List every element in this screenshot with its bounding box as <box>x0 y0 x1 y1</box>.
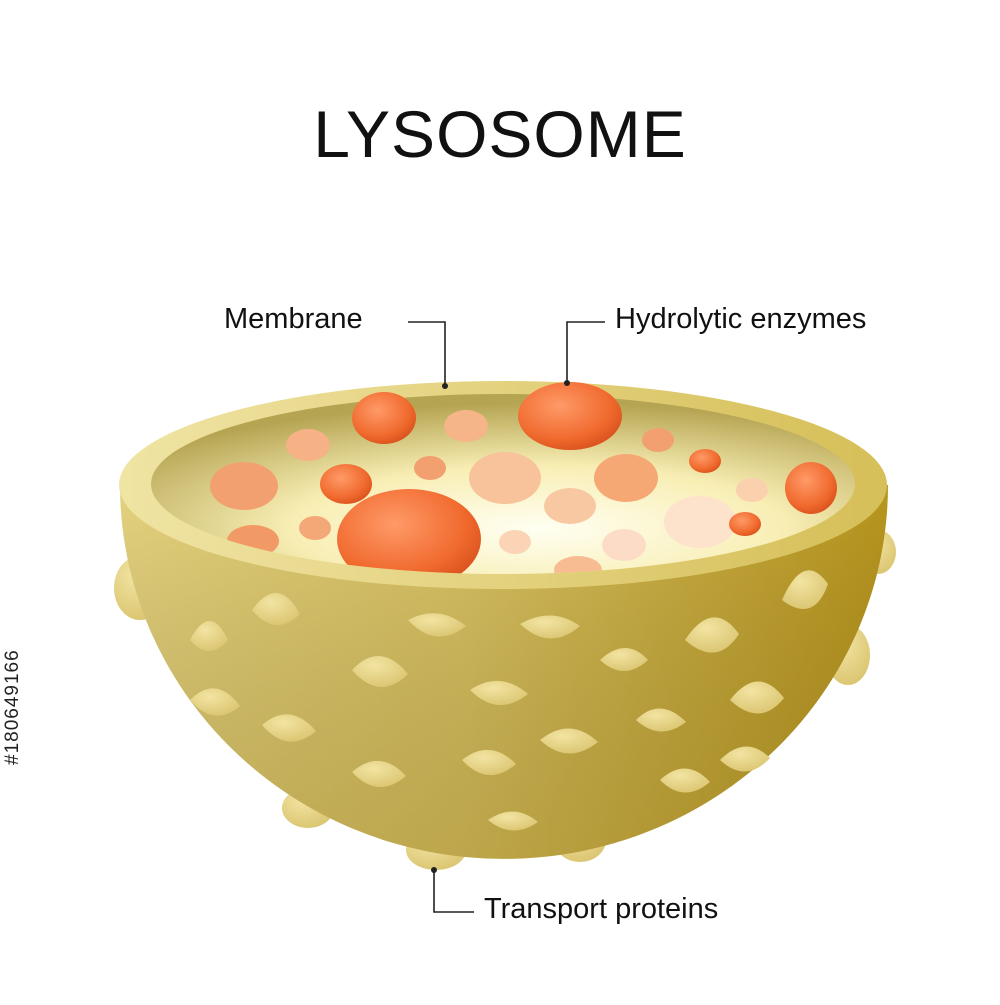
enzyme <box>544 488 596 524</box>
enzyme <box>554 556 602 574</box>
transport-protein <box>352 760 406 788</box>
transport-protein <box>190 621 228 651</box>
hydrolytic-enzymes-label: Hydrolytic enzymes <box>615 303 867 335</box>
transport-protein <box>720 746 770 772</box>
transport-protein <box>488 811 538 831</box>
transport-protein <box>352 655 408 688</box>
enzyme <box>414 456 446 480</box>
enzyme <box>352 392 416 444</box>
transport-protein <box>782 570 828 609</box>
enzyme <box>210 462 278 510</box>
hydrolytic-enzymes <box>210 410 837 574</box>
enzyme-leader <box>566 321 605 382</box>
enzyme <box>602 529 646 561</box>
enzyme <box>785 462 837 514</box>
enzyme <box>286 429 330 461</box>
transport-protein <box>520 615 580 639</box>
enzyme <box>664 496 736 548</box>
enzyme <box>736 478 768 502</box>
leader-lines <box>408 321 605 913</box>
transport-proteins-label: Transport proteins <box>484 893 719 925</box>
enzyme <box>689 449 721 473</box>
transport-protein <box>408 613 466 637</box>
enzyme <box>642 428 674 452</box>
enzyme <box>594 454 658 502</box>
transport-protein <box>540 728 598 754</box>
transport-protein <box>660 768 710 793</box>
enzyme <box>499 530 531 554</box>
transport-protein <box>190 688 240 716</box>
transport-protein <box>600 648 648 671</box>
transport-protein <box>636 708 686 732</box>
transport-protein <box>462 749 516 776</box>
transport-protein <box>685 617 739 653</box>
transport-protein <box>730 681 784 714</box>
enzyme <box>299 516 331 540</box>
stock-id-text: #180649166 <box>2 649 23 765</box>
enzyme-highlighted <box>518 382 622 450</box>
transport-protein <box>252 592 300 626</box>
transport-protein <box>470 680 528 706</box>
transport-proteins-surface <box>190 570 828 831</box>
membrane-label: Membrane <box>224 303 363 335</box>
diagram-title: LYSOSOME <box>313 97 687 171</box>
transport-leader <box>433 872 474 913</box>
enzyme <box>337 489 481 574</box>
membrane-pointer-dot <box>442 383 448 389</box>
transport-protein <box>262 714 316 742</box>
transport-pointer-dot <box>431 867 437 873</box>
enzyme <box>469 452 541 504</box>
enzyme <box>320 464 372 504</box>
membrane-leader <box>408 321 446 384</box>
enzyme-pointer-dot <box>564 380 570 386</box>
enzyme <box>729 512 761 536</box>
enzyme <box>444 410 488 442</box>
